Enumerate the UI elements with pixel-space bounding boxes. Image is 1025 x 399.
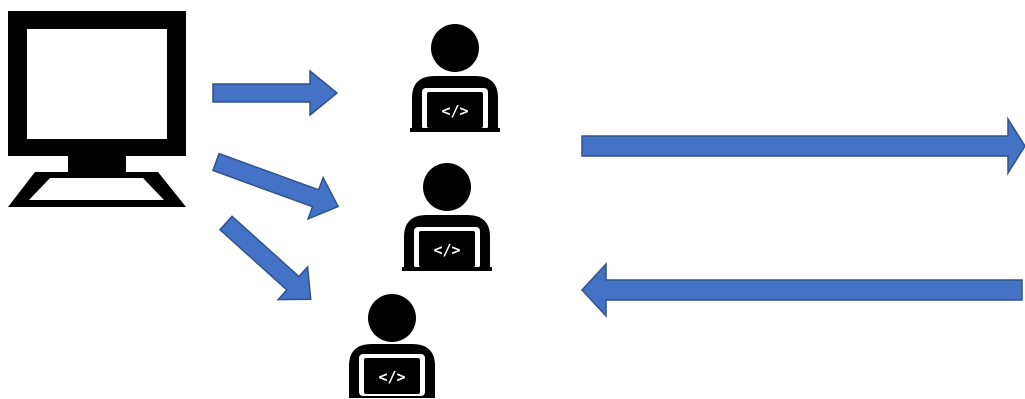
developer-icon-3: </> (349, 294, 435, 398)
developer-1-code-label: </> (441, 102, 468, 120)
developer-3-code-label: </> (378, 368, 405, 386)
developer-2-code-label: </> (433, 241, 460, 259)
developer-icon-2: </> (402, 163, 492, 271)
arrow-left-long (580, 262, 1023, 318)
computer-monitor-icon (8, 11, 186, 207)
arrow-right-long (581, 116, 1025, 176)
arrow-to-developer-1 (212, 69, 339, 117)
arrow-to-developer-3 (218, 215, 312, 301)
developer-icon-1: </> (410, 24, 500, 132)
arrow-to-developer-2 (211, 152, 340, 221)
